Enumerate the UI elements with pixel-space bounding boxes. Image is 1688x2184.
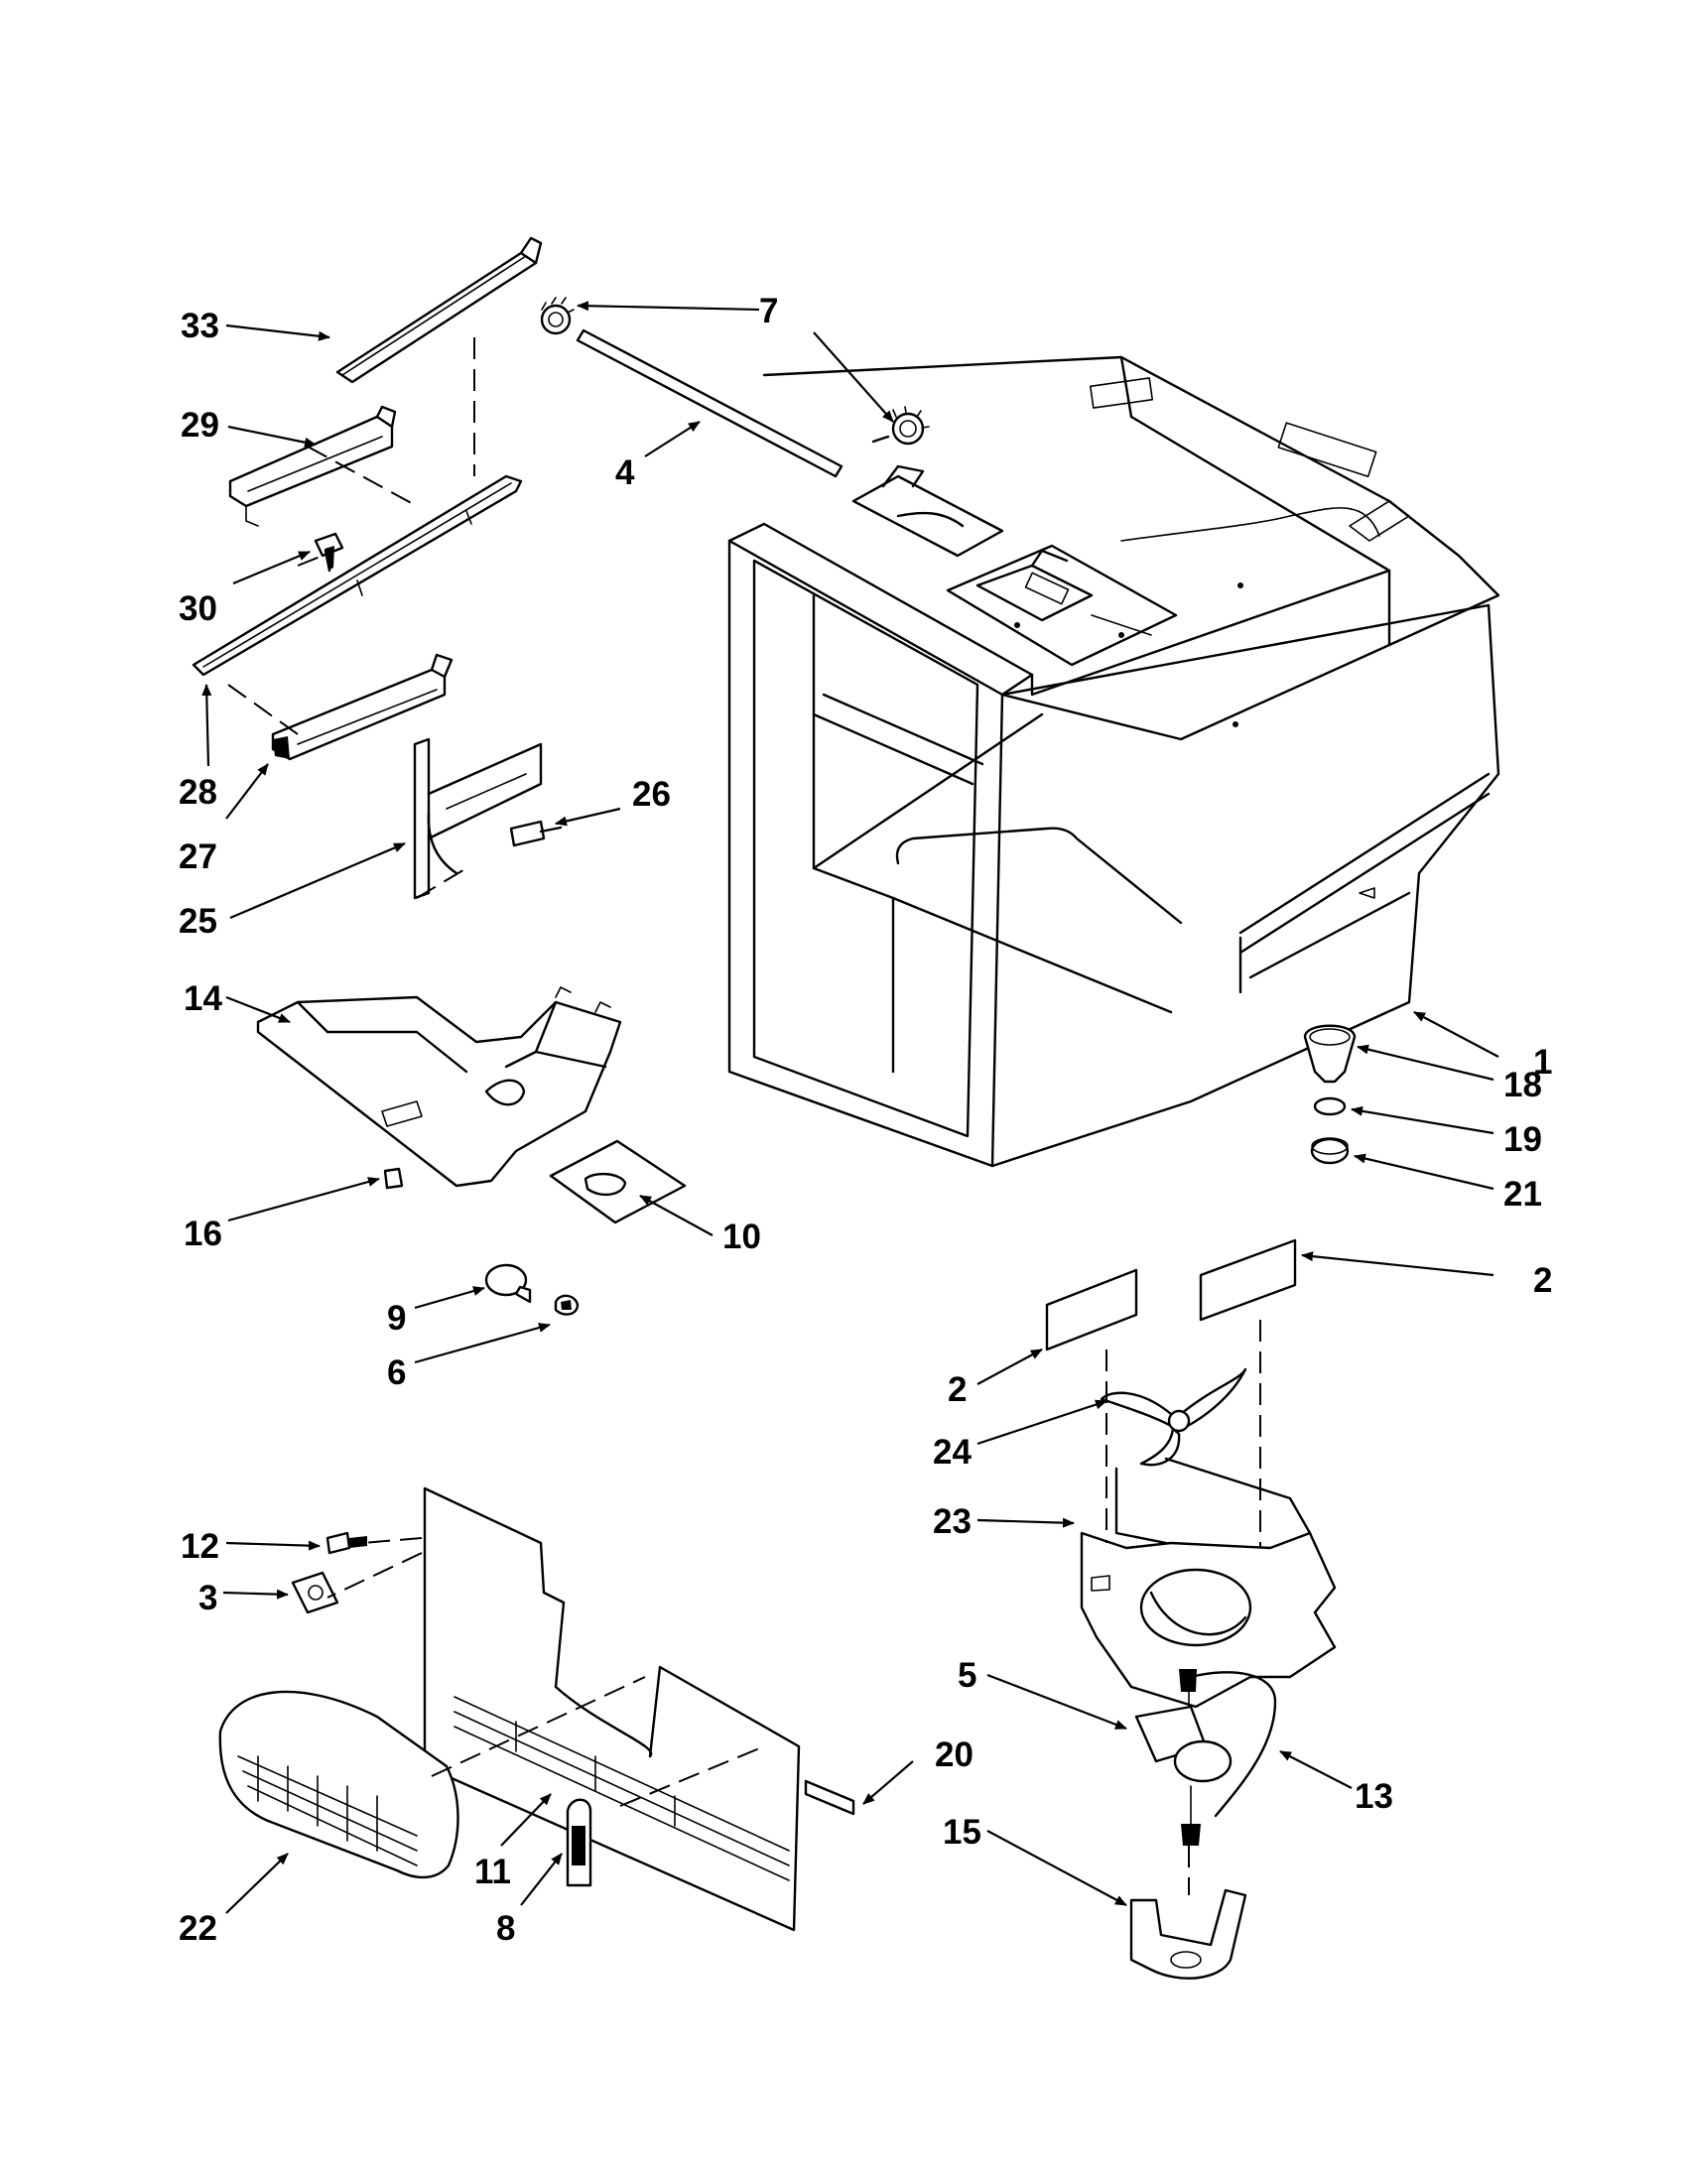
callout-19: 19	[1503, 1120, 1542, 1159]
part-8-clip	[566, 1798, 592, 1887]
callout-2a: 2	[948, 1370, 967, 1409]
callout-26: 26	[632, 775, 671, 814]
part-24-fan-blade	[1100, 1367, 1247, 1467]
leader-1	[1413, 1011, 1499, 1058]
callout-24: 24	[933, 1433, 972, 1472]
callout-10: 10	[722, 1218, 761, 1256]
callout-12: 12	[181, 1527, 219, 1566]
part-16-clip	[383, 1167, 404, 1190]
part-18-grommet	[1303, 1024, 1357, 1084]
part-5-fan-motor	[1134, 1669, 1233, 1846]
leader-16	[227, 1177, 380, 1222]
part-6-socket	[554, 1294, 580, 1316]
callout-15: 15	[943, 1813, 981, 1852]
part-12-screw	[325, 1531, 367, 1555]
leader-29	[227, 425, 317, 448]
part-15-motor-bracket	[1129, 1888, 1247, 1980]
callout-4: 4	[615, 453, 635, 492]
leader-10	[639, 1195, 714, 1236]
leader-13	[1279, 1750, 1353, 1789]
leader-20	[862, 1760, 914, 1805]
callout-20: 20	[935, 1735, 974, 1774]
alignment-lines-lower	[326, 1537, 765, 1807]
leader-11	[500, 1793, 552, 1847]
leader-8	[520, 1853, 563, 1906]
callout-22: 22	[179, 1909, 217, 1948]
callout-7: 7	[759, 292, 778, 330]
leader-9	[414, 1286, 485, 1310]
part-22-grille	[218, 1690, 459, 1879]
part-28-slide-rail	[192, 474, 523, 677]
rear-cover-panel	[423, 1486, 801, 1932]
callout-21: 21	[1503, 1175, 1542, 1214]
part-4-shaft	[576, 328, 844, 478]
callout-29: 29	[181, 406, 219, 445]
callout-16: 16	[184, 1215, 222, 1253]
leader-26	[555, 807, 621, 827]
callout-25: 25	[179, 902, 217, 941]
callout-1: 1	[1533, 1043, 1552, 1082]
leader-18	[1357, 1044, 1494, 1082]
part-20-foam-strip	[804, 1779, 855, 1816]
leader-5	[986, 1673, 1127, 1731]
leader-25	[229, 841, 406, 920]
leader-12	[225, 1540, 321, 1551]
callout-9: 9	[387, 1299, 406, 1338]
leader-22	[225, 1853, 289, 1914]
leader-28	[201, 684, 212, 767]
leader-33	[225, 323, 330, 341]
leader-30	[232, 550, 311, 585]
part-14-ice-tray	[256, 986, 622, 1188]
part-33-rail	[335, 236, 543, 384]
leader-19	[1351, 1105, 1494, 1135]
leader-15	[986, 1830, 1127, 1906]
leader-21	[1354, 1153, 1494, 1191]
callout-3: 3	[198, 1579, 217, 1617]
callout-13: 13	[1355, 1777, 1393, 1816]
leader-7b	[813, 331, 894, 423]
part-23-fan-housing	[1080, 1457, 1337, 1709]
callout-11: 11	[474, 1853, 511, 1891]
callout-33: 33	[181, 307, 219, 345]
callout-2b: 2	[1533, 1261, 1552, 1300]
callout-14: 14	[184, 979, 222, 1018]
part-13-wire-harness	[1189, 1671, 1277, 1818]
leader-7a	[577, 301, 760, 312]
callout-27: 27	[179, 837, 217, 876]
leader-6	[414, 1323, 551, 1364]
part-30-screw	[314, 532, 344, 573]
leader-3	[222, 1589, 289, 1600]
part-3-sensor	[291, 1571, 339, 1614]
part-29-bracket	[228, 405, 397, 527]
part-26-screw	[509, 820, 563, 847]
alignment-lines-upper	[227, 337, 475, 899]
callout-30: 30	[179, 589, 217, 628]
part-19-ring	[1313, 1096, 1347, 1116]
leader-27	[225, 763, 269, 820]
leader-24	[976, 1399, 1107, 1446]
part-25-bracket	[413, 737, 543, 900]
callout-28: 28	[179, 773, 217, 812]
leader-14	[225, 995, 291, 1024]
part-21-bushing	[1310, 1137, 1350, 1165]
part-7-gears	[540, 297, 930, 446]
callout-numbers: 33 29 30 28 27 25 26 7 4 14 16 10 9 6 1 …	[179, 292, 1552, 1948]
leader-arrows	[201, 301, 1499, 1914]
part-2-foam-pads	[1045, 1238, 1297, 1351]
part-27-bracket	[271, 653, 454, 761]
callout-8: 8	[496, 1909, 515, 1948]
callout-18: 18	[1503, 1066, 1542, 1104]
callout-6: 6	[387, 1353, 406, 1392]
freezer-liner	[727, 355, 1500, 1168]
callout-5: 5	[958, 1656, 976, 1695]
part-9-bulb	[484, 1263, 532, 1304]
leader-4	[644, 421, 701, 457]
leader-2b	[1301, 1251, 1494, 1277]
leader-23	[976, 1517, 1075, 1528]
leader-2a	[976, 1349, 1043, 1385]
callout-23: 23	[933, 1502, 972, 1541]
alignment-lines-fan	[1105, 1320, 1261, 1895]
